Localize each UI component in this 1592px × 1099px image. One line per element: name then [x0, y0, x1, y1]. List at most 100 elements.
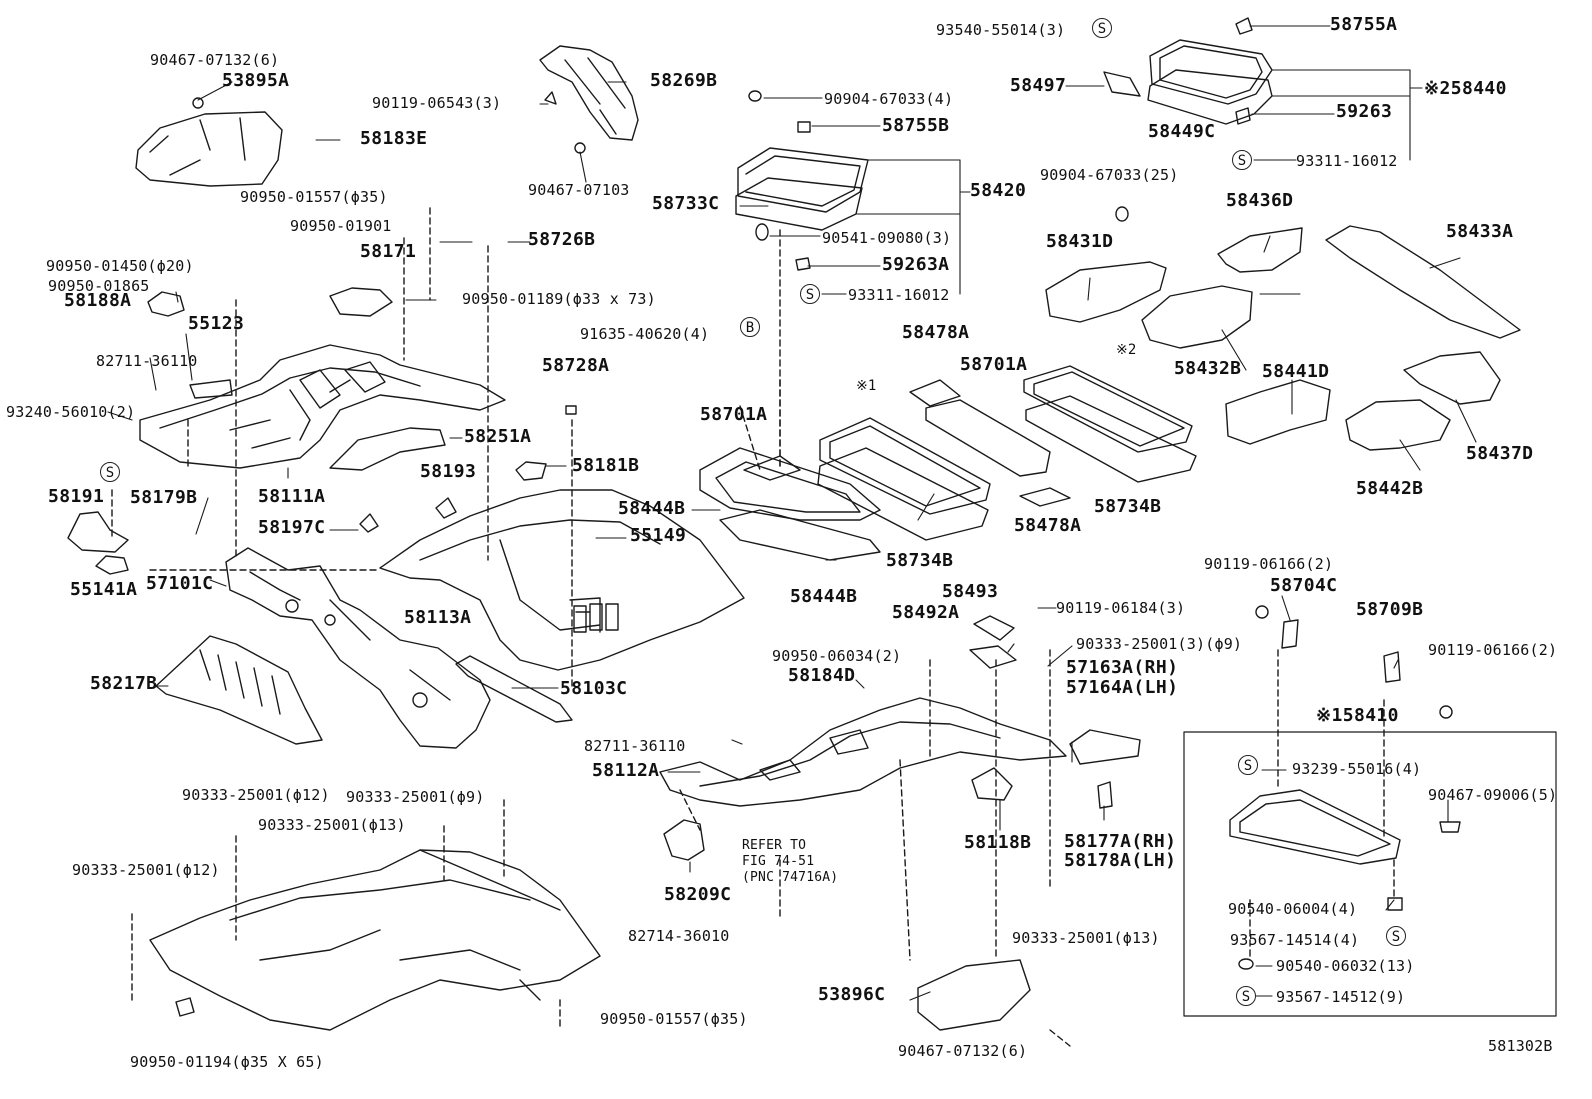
label-90950-01865: 90950-01865: [48, 277, 150, 295]
bracket-58191-shape: [67, 511, 129, 553]
callout-58432b[interactable]: 58432B: [1174, 358, 1242, 379]
callout-58493[interactable]: 58493: [942, 581, 999, 602]
callout-55149[interactable]: 55149: [630, 525, 687, 546]
leader-lines: [107, 25, 1477, 1001]
callout-58103c[interactable]: 58103C: [560, 678, 628, 699]
callout-58184d[interactable]: 58184D: [788, 665, 856, 686]
callout-58118b[interactable]: 58118B: [964, 832, 1032, 853]
callout-58269b[interactable]: 58269B: [650, 70, 718, 91]
callout-58431d[interactable]: 58431D: [1046, 231, 1114, 252]
callout-58251a[interactable]: 58251A: [464, 426, 532, 447]
label-90467-07132-lower: 90467-07132(6): [898, 1042, 1028, 1060]
label-90950-01557-lower: 90950-01557(ϕ35): [600, 1010, 748, 1028]
callout-58701a-center[interactable]: 58701A: [960, 354, 1028, 375]
callout-58478a-bottom[interactable]: 58478A: [1014, 515, 1082, 536]
callout-58217b[interactable]: 58217B: [90, 673, 158, 694]
label-93311-16012-a: 93311-16012: [848, 286, 950, 304]
callout-58440[interactable]: ※258440: [1424, 78, 1507, 99]
callout-55141a[interactable]: 55141A: [70, 579, 138, 600]
callout-53896c[interactable]: 53896C: [818, 984, 886, 1005]
callout-58734b-left[interactable]: 58734B: [886, 550, 954, 571]
label-90541-09080: 90541-09080(3): [822, 229, 952, 247]
callout-58478a-top[interactable]: 58478A: [902, 322, 970, 343]
callout-58492a[interactable]: 58492A: [892, 602, 960, 623]
bracket-58728a-shape: [565, 405, 577, 415]
callout-58449c[interactable]: 58449C: [1148, 121, 1216, 142]
symbol-s-icon: S: [1236, 986, 1256, 1006]
symbol-s-icon: S: [1232, 150, 1252, 170]
label-90467-07103: 90467-07103: [528, 181, 630, 199]
panel-58701a-left-shape: [699, 447, 881, 561]
label-91635-40620: 91635-40620(4): [580, 325, 710, 343]
callout-58442b[interactable]: 58442B: [1356, 478, 1424, 499]
callout-59263[interactable]: 59263: [1336, 101, 1393, 122]
callout-55123[interactable]: 55123: [188, 313, 245, 334]
callout-59263a[interactable]: 59263A: [882, 254, 950, 275]
callout-58191[interactable]: 58191: [48, 486, 105, 507]
reinforcement-58103c-shape: [455, 655, 573, 723]
note-refer-line2: FIG 74-51: [742, 854, 815, 869]
callout-58410[interactable]: ※158410: [1316, 705, 1399, 726]
callout-58441d[interactable]: 58441D: [1262, 361, 1330, 382]
callout-57101c[interactable]: 57101C: [146, 573, 214, 594]
callout-58178a[interactable]: 58178A(LH): [1064, 850, 1177, 871]
label-82711-36110-left: 82711-36110: [96, 352, 198, 370]
callout-53895a[interactable]: 53895A: [222, 70, 290, 91]
figure-id: 581302B: [1488, 1037, 1553, 1055]
callout-58183e[interactable]: 58183E: [360, 128, 428, 149]
callout-58113a[interactable]: 58113A: [404, 607, 472, 628]
callout-58112a[interactable]: 58112A: [592, 760, 660, 781]
callout-58188a[interactable]: 58188A: [64, 290, 132, 311]
panel-58217b-shape: [155, 635, 323, 745]
callout-58209c[interactable]: 58209C: [664, 884, 732, 905]
label-90950-01194: 90950-01194(ϕ35 X 65): [130, 1053, 324, 1071]
callout-58433a[interactable]: 58433A: [1446, 221, 1514, 242]
label-93540-55014: 93540-55014(3): [936, 21, 1066, 39]
callout-58197c[interactable]: 58197C: [258, 517, 326, 538]
callout-58734b-right[interactable]: 58734B: [1094, 496, 1162, 517]
label-90333-25001-phi12-b: 90333-25001(ϕ12): [72, 861, 220, 879]
label-93311-16012-b: 93311-16012: [1296, 152, 1398, 170]
callout-58171[interactable]: 58171: [360, 241, 417, 262]
callout-58733c[interactable]: 58733C: [652, 193, 720, 214]
leader-dashes-center: [679, 405, 1071, 1047]
brackets-right-shapes: [1255, 605, 1453, 719]
leader-dashes-inset: [1249, 649, 1395, 961]
label-90119-06184: 90119-06184(3): [1056, 599, 1186, 617]
label-93567-14514: 93567-14514(4): [1230, 931, 1360, 949]
insulators-right-shapes: [1045, 206, 1521, 451]
callout-58497[interactable]: 58497: [1010, 75, 1067, 96]
callout-58755b[interactable]: 58755B: [882, 115, 950, 136]
callout-58420[interactable]: 58420: [970, 180, 1027, 201]
symbol-s-icon: S: [1092, 18, 1112, 38]
callout-58177a[interactable]: 58177A(RH): [1064, 831, 1177, 852]
label-90467-09006: 90467-09006(5): [1428, 786, 1558, 804]
callout-58181b[interactable]: 58181B: [572, 455, 640, 476]
callout-58726b[interactable]: 58726B: [528, 229, 596, 250]
symbol-s-icon: S: [800, 284, 820, 304]
callout-58728a[interactable]: 58728A: [542, 355, 610, 376]
callout-58701a-left[interactable]: 58701A: [700, 404, 768, 425]
label-90333-25001-phi13-center: 90333-25001(ϕ13): [1012, 929, 1160, 947]
callout-58437d[interactable]: 58437D: [1466, 443, 1534, 464]
callout-58111a[interactable]: 58111A: [258, 486, 326, 507]
callout-58755a[interactable]: 58755A: [1330, 14, 1398, 35]
label-90950-01450: 90950-01450(ϕ20): [46, 257, 194, 275]
symbol-s-icon: S: [1238, 755, 1258, 775]
callout-58444b-b[interactable]: 58444B: [790, 586, 858, 607]
bracket-58188a-shape: [147, 291, 185, 317]
callout-58704c[interactable]: 58704C: [1270, 575, 1338, 596]
note-refer-line3: (PNC 74716A): [742, 870, 839, 885]
callout-58436d[interactable]: 58436D: [1226, 190, 1294, 211]
callout-57164a[interactable]: 57164A(LH): [1066, 677, 1179, 698]
callout-58444b-a[interactable]: 58444B: [618, 498, 686, 519]
callout-57163a[interactable]: 57163A(RH): [1066, 657, 1179, 678]
callout-58193[interactable]: 58193: [420, 461, 477, 482]
label-93567-14512: 93567-14512(9): [1276, 988, 1406, 1006]
callout-58179b[interactable]: 58179B: [130, 487, 198, 508]
label-90950-01901: 90950-01901: [290, 217, 392, 235]
bracket-58269b-shape: [539, 45, 639, 154]
callout-58709b[interactable]: 58709B: [1356, 599, 1424, 620]
